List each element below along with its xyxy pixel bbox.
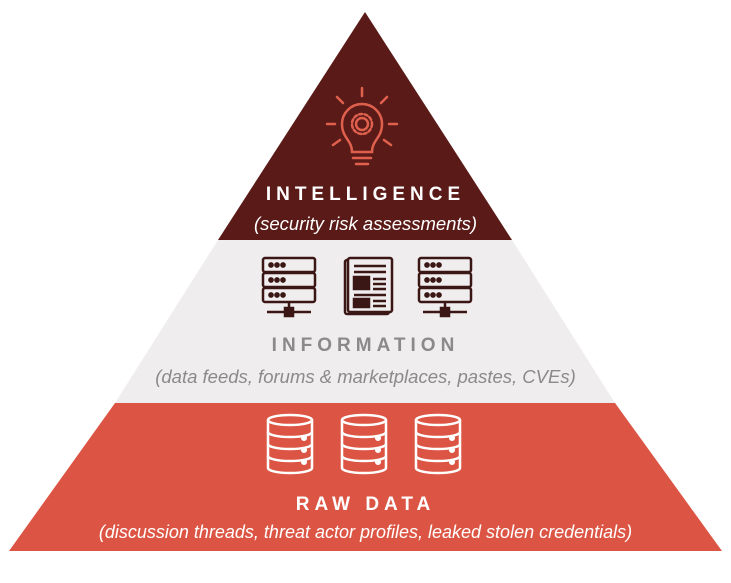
server-network-icon bbox=[417, 256, 473, 318]
raw-data-subtitle: (discussion threads, threat actor profil… bbox=[98, 522, 633, 542]
database-icon bbox=[266, 413, 314, 475]
database-icon bbox=[414, 413, 462, 475]
database-icon bbox=[340, 413, 388, 475]
information-subtitle: (data feeds, forums & marketplaces, past… bbox=[155, 366, 576, 387]
intelligence-subtitle: (security risk assessments) bbox=[253, 213, 478, 234]
server-network-icon bbox=[261, 256, 317, 318]
raw-data-title: RAW DATA bbox=[295, 494, 436, 515]
tier-intelligence bbox=[218, 12, 512, 240]
lightbulb-gear-icon bbox=[325, 86, 399, 166]
intelligence-title: INTELLIGENCE bbox=[265, 184, 466, 205]
newspaper-icon bbox=[343, 256, 394, 316]
information-title: INFORMATION bbox=[271, 335, 460, 356]
tier-information bbox=[115, 240, 615, 403]
tier-raw-data bbox=[9, 403, 722, 551]
